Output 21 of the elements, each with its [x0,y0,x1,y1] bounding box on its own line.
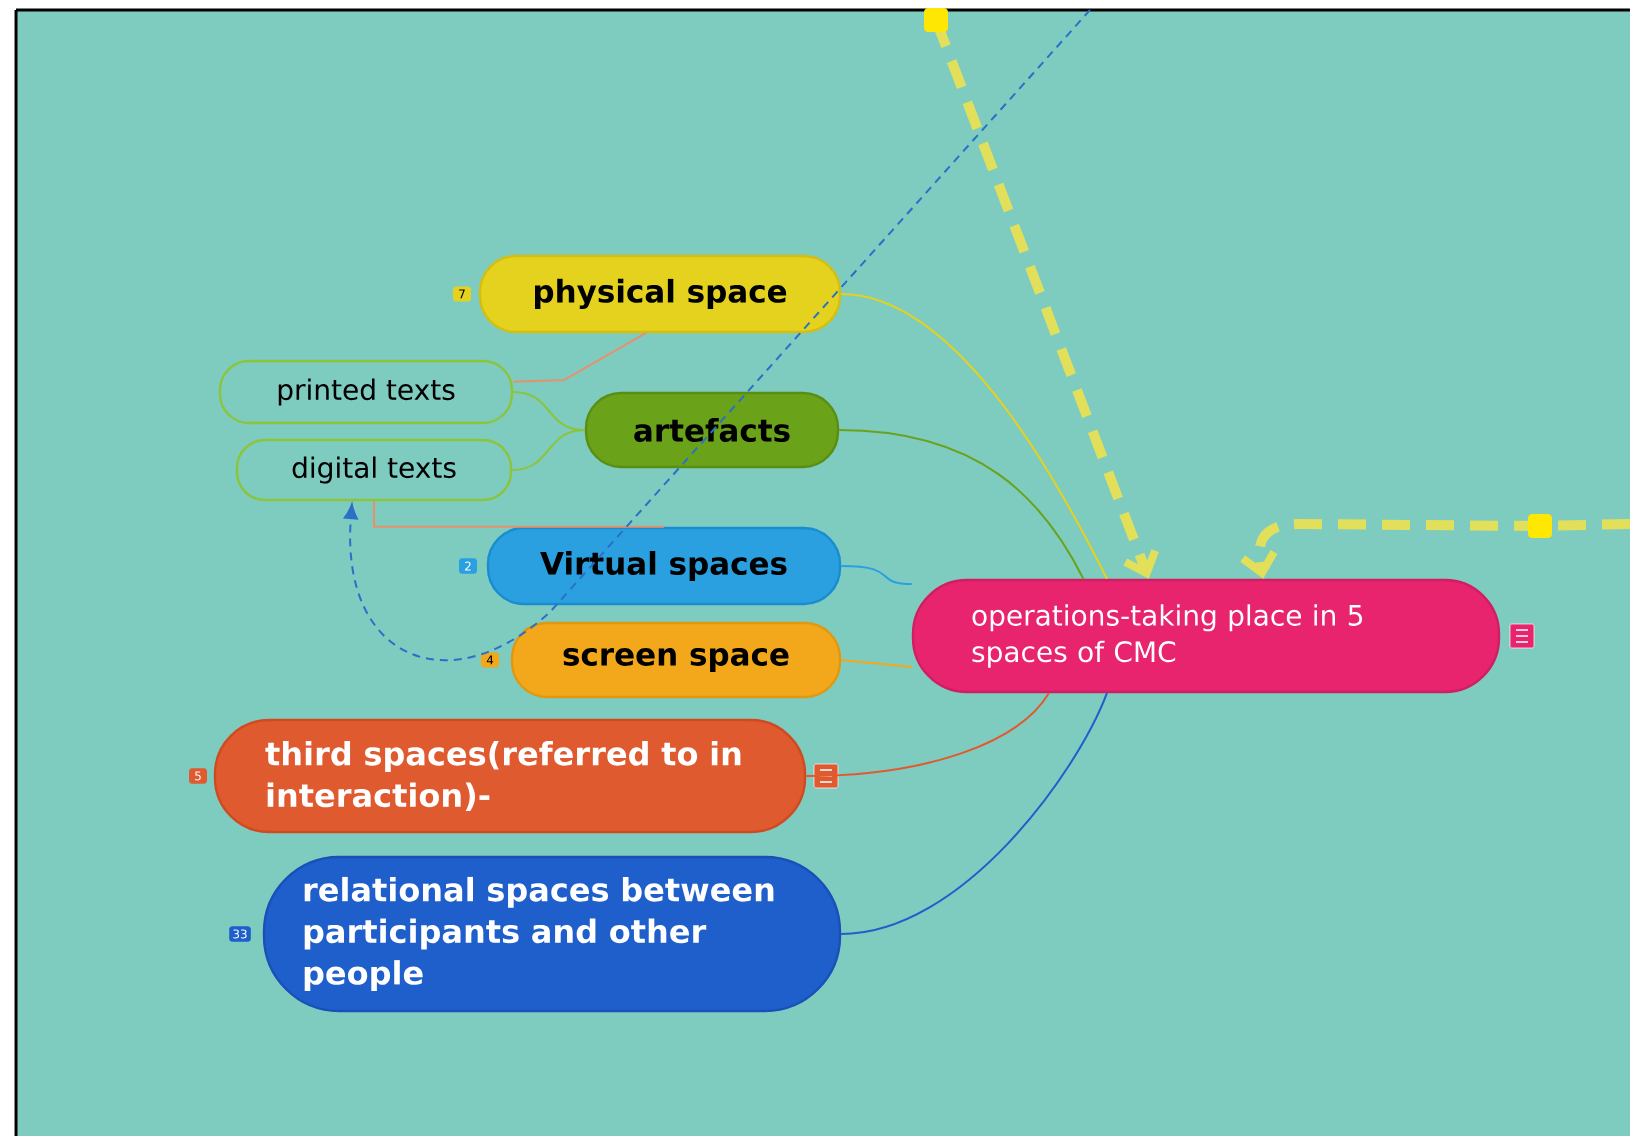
topic-box: screen space [510,621,842,699]
topic-box: relational spaces between participants and other people [262,855,842,1013]
central-topic-box: operations-taking place in 5 spaces of CMC [911,578,1501,694]
connector [373,500,665,528]
connector [840,692,1108,935]
topic-box: physical space [478,254,842,334]
connector [1240,514,1630,579]
connector [512,332,647,383]
topic-box: artefacts [584,391,840,469]
topic-box: digital texts [235,438,513,502]
topic-box: printed texts [218,359,514,425]
connector [511,429,586,471]
connector [805,692,1050,777]
connector [343,9,1091,662]
connector [840,293,1108,580]
connector [924,8,1159,579]
connector [838,429,1085,580]
topic-box: Virtual spaces [486,526,842,606]
connector [840,659,913,668]
topic-box: third spaces(referred to in interaction)- [213,718,807,834]
connector [840,565,913,586]
